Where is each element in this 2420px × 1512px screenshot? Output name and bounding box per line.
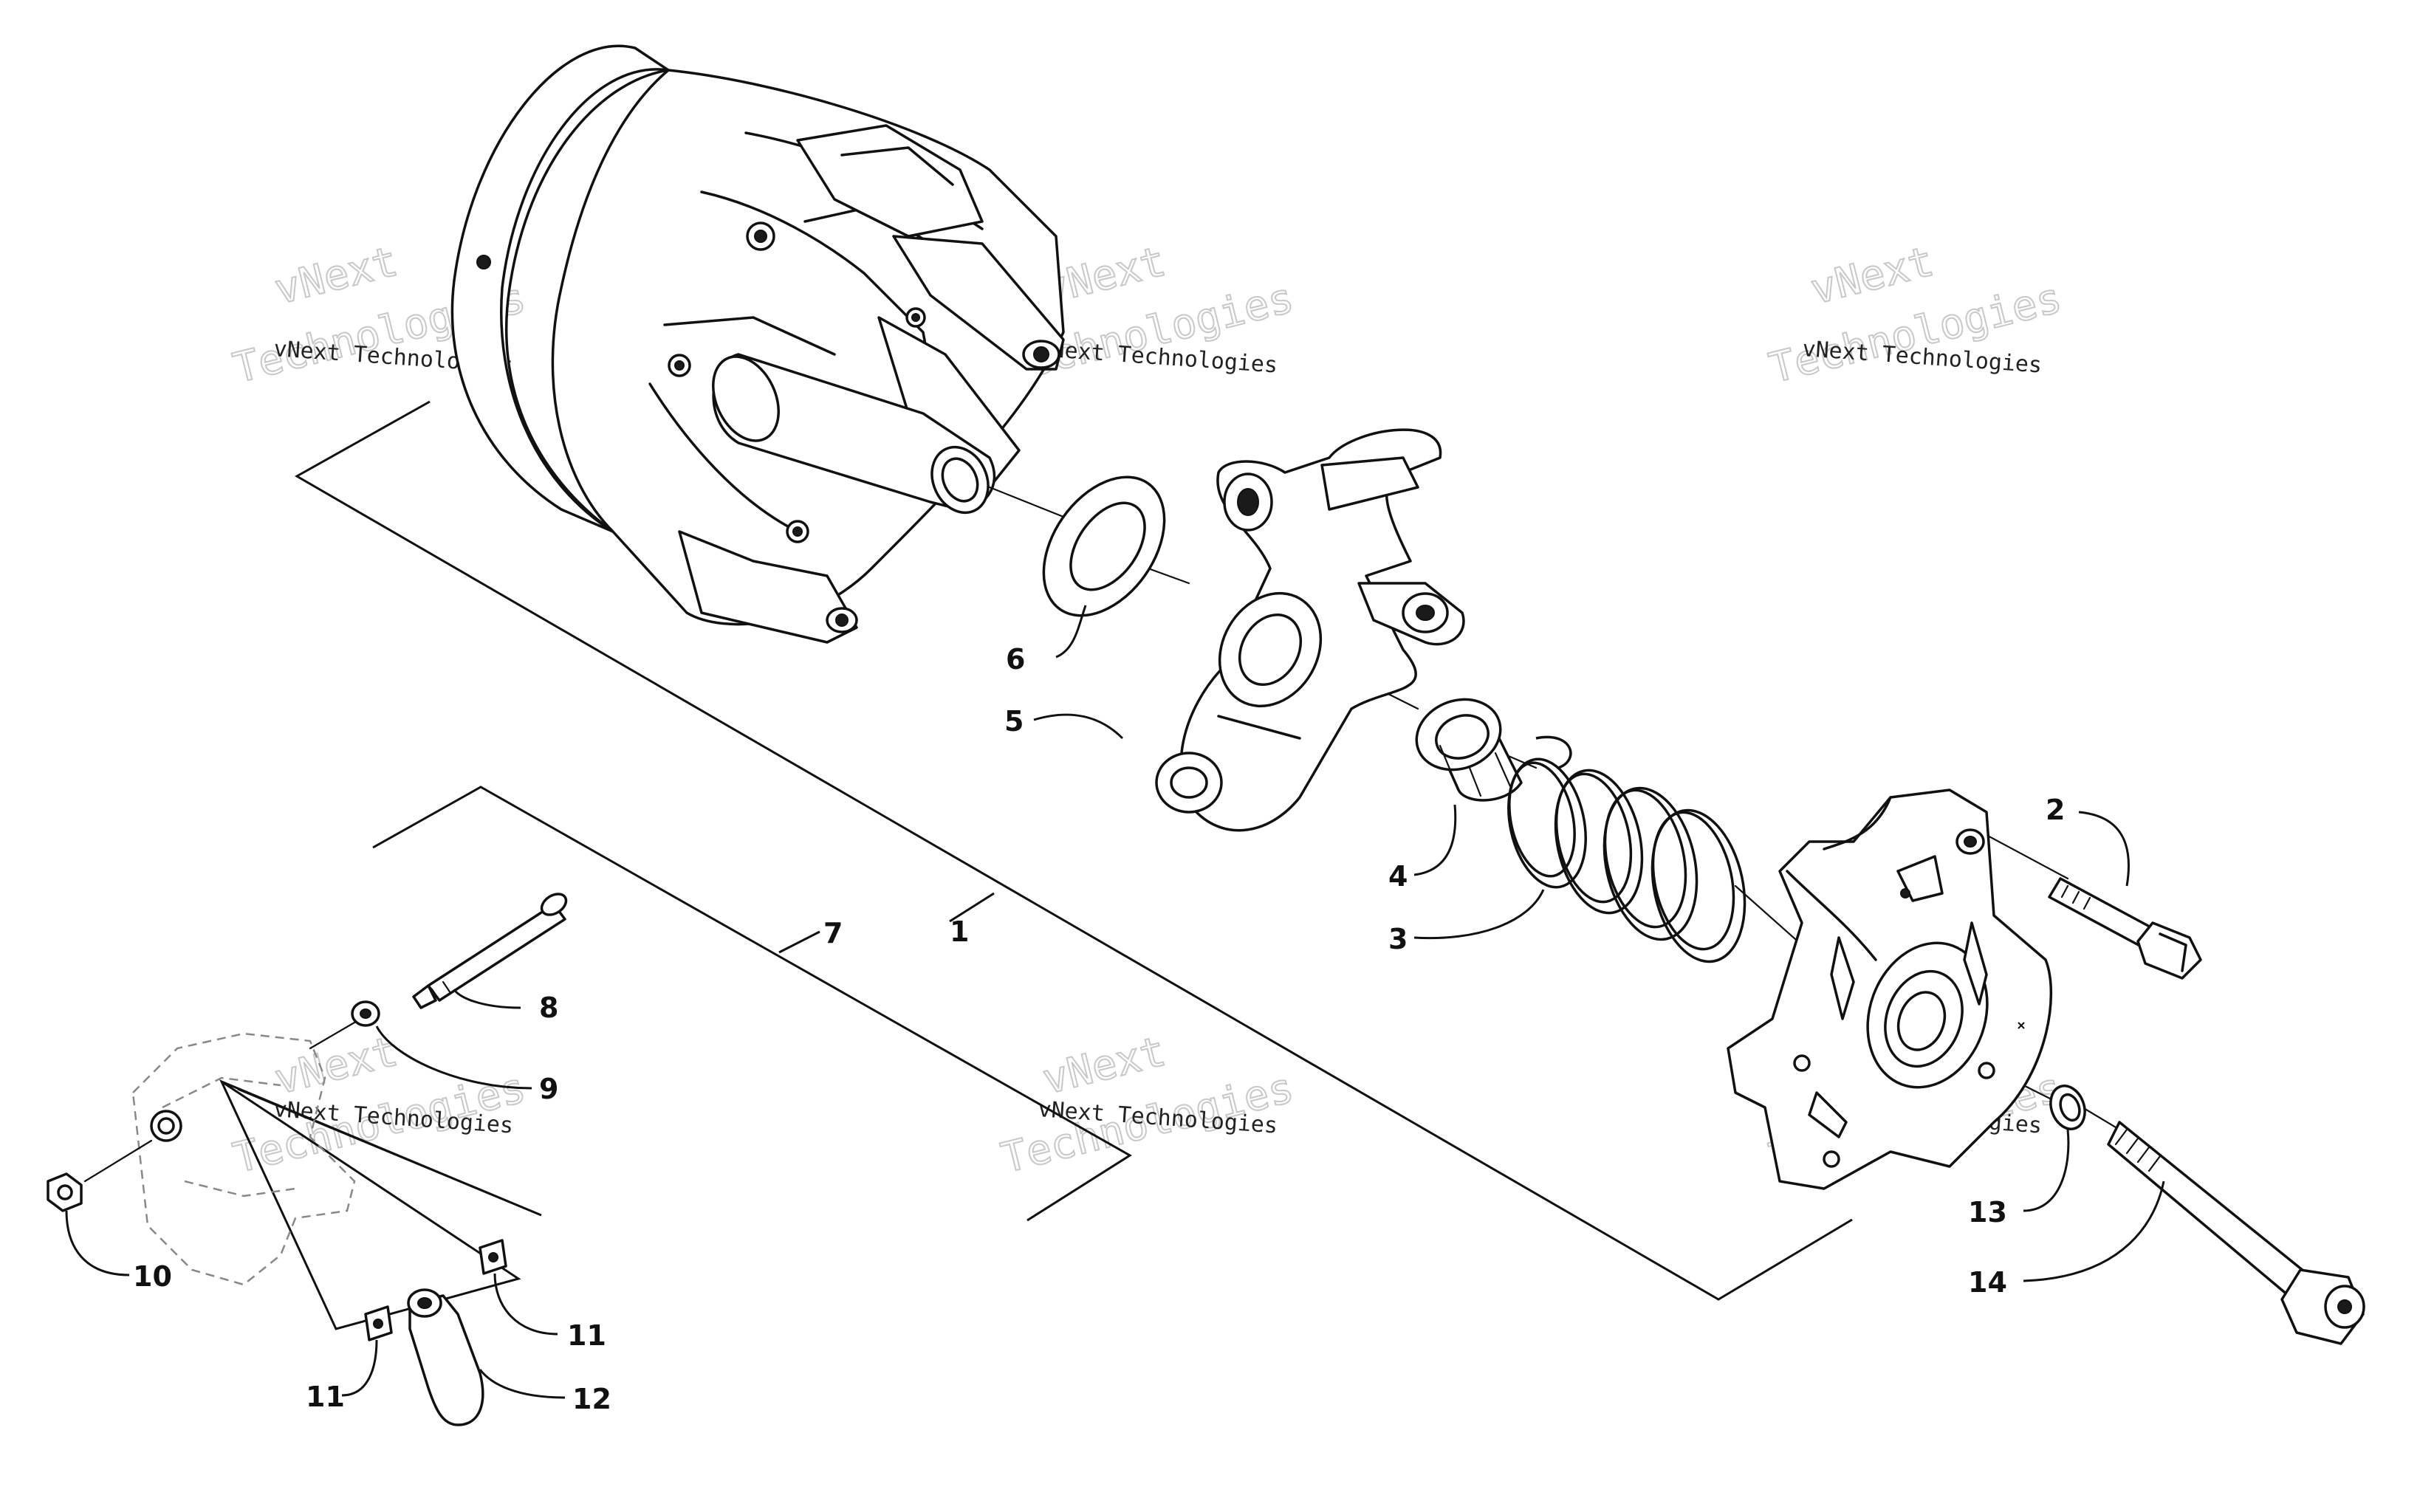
callout-11-right: 11 (567, 1319, 606, 1352)
assembly-bracket-sub (219, 1079, 542, 1330)
callout-13: 13 (1968, 1196, 2007, 1228)
leader-4 (1413, 804, 1457, 876)
callout-labels: 1 2 3 4 5 6 7 8 9 10 11 11 12 13 14 (133, 643, 2065, 1415)
leader-12 (479, 1369, 566, 1399)
leader-10 (65, 1210, 130, 1276)
leader-9 (375, 1025, 532, 1090)
roller-arm-right (877, 316, 1021, 489)
part-14-bolt (2107, 1121, 2365, 1345)
part-12-weight (407, 1288, 484, 1426)
watermark-bottom-middle: vNext Technologies (996, 1027, 1299, 1184)
sheave-rim-hole (476, 255, 491, 269)
axis-line (83, 1139, 153, 1183)
part-9-washer (351, 1000, 380, 1027)
callout-1: 1 (950, 915, 969, 948)
callout-7: 7 (823, 917, 843, 949)
part-11-clip-left (364, 1305, 393, 1341)
leader-13 (2023, 1129, 2070, 1212)
sheave-disc (450, 44, 670, 533)
assembly-bracket-7 (372, 786, 1132, 1222)
callout-9: 9 (539, 1073, 558, 1105)
part-11-clip-right (479, 1239, 507, 1275)
axis-line (988, 486, 1065, 518)
leader-3 (1413, 889, 1545, 940)
part-13-washer (2049, 1085, 2086, 1130)
callout-6: 6 (1006, 643, 1025, 676)
leader-7 (778, 930, 820, 954)
part-8-pin (412, 893, 568, 1009)
leader-14 (2023, 1181, 2165, 1282)
callout-11-left: 11 (306, 1381, 345, 1413)
clutch-cover (1727, 788, 2053, 1190)
axis-line (1734, 884, 1803, 946)
leader-8 (453, 989, 521, 1009)
housing-ghost (131, 1032, 356, 1286)
part-5-spider (1155, 428, 1465, 832)
part-10-nut (47, 1172, 83, 1212)
watermark-brand: vNext (1038, 1028, 1170, 1104)
watermark-brand: vNext (270, 238, 402, 315)
callout-4: 4 (1388, 860, 1408, 893)
callout-2: 2 (2046, 794, 2065, 826)
axis-line (1147, 567, 1190, 585)
clutch-sheave (450, 44, 1065, 644)
assembly-bracket-1 (294, 400, 1853, 1301)
roller-arm-upper (892, 235, 1065, 371)
callout-5: 5 (1004, 705, 1024, 738)
watermark-brand: vNext (1806, 238, 1939, 315)
roller-arm-lower (678, 530, 858, 644)
leader-5 (1033, 713, 1124, 740)
watermark-brand: vNext (270, 1028, 402, 1104)
axis-line (2081, 1106, 2121, 1131)
callout-8: 8 (539, 992, 558, 1024)
callout-10: 10 (133, 1260, 172, 1293)
leader-11-right (493, 1273, 558, 1336)
callout-14: 14 (1968, 1266, 2007, 1299)
leader-1 (949, 892, 995, 923)
watermark-bottom-left: vNext Technologies (228, 1027, 531, 1184)
callout-leaders (65, 605, 2165, 1399)
leader-6 (1055, 605, 1087, 659)
callout-12: 12 (572, 1383, 611, 1415)
part-4-bushing (1415, 698, 1523, 802)
leader-2 (2078, 811, 2130, 887)
axis-line (309, 1021, 356, 1050)
part-6-washer (1042, 475, 1166, 617)
leader-11-left (341, 1339, 378, 1397)
part-2-bolt (2048, 877, 2202, 980)
part-3-spring (1507, 735, 1747, 963)
callout-3: 3 (1388, 923, 1408, 955)
